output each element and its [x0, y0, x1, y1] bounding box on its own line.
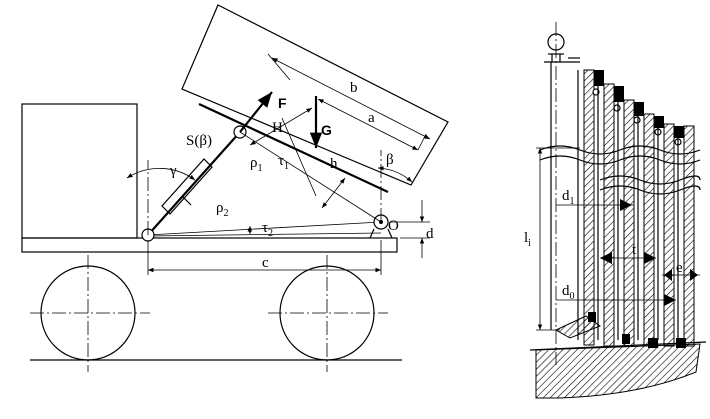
- force-f-arrow: [239, 91, 273, 133]
- label-li: li: [524, 230, 531, 249]
- telescopic-cylinder-section: d1 li t e d0: [524, 22, 707, 399]
- label-h-lower: h: [330, 156, 338, 172]
- label-c: c: [262, 255, 269, 271]
- label-d0: d0: [562, 283, 575, 302]
- label-g: G: [321, 122, 332, 138]
- tipper-truck-diagram: b a F H G S(β) γ ρ1 τ1 h β ρ2 τ2 O d c: [21, 4, 449, 372]
- label-gamma: γ: [169, 163, 177, 179]
- label-d1: d1: [562, 188, 575, 207]
- label-tau1: τ1: [278, 153, 289, 172]
- label-a: a: [368, 110, 375, 126]
- label-s-beta: S(β): [186, 133, 212, 149]
- rear-wheel: [268, 255, 388, 372]
- body-floor: [198, 103, 389, 193]
- label-d: d: [426, 226, 434, 242]
- label-rho2: ρ2: [216, 200, 229, 219]
- label-b: b: [350, 80, 358, 96]
- label-h-upper: H: [272, 120, 283, 136]
- label-tau2: τ2: [262, 220, 273, 239]
- label-beta: β: [386, 152, 394, 168]
- label-t: t: [632, 242, 637, 258]
- label-o: O: [388, 218, 399, 234]
- label-e: e: [676, 260, 683, 276]
- truck-cab: [21, 103, 138, 239]
- front-wheel: [30, 255, 150, 372]
- label-rho1: ρ1: [250, 155, 263, 174]
- chassis-frame: [21, 237, 398, 253]
- label-f: F: [278, 95, 287, 111]
